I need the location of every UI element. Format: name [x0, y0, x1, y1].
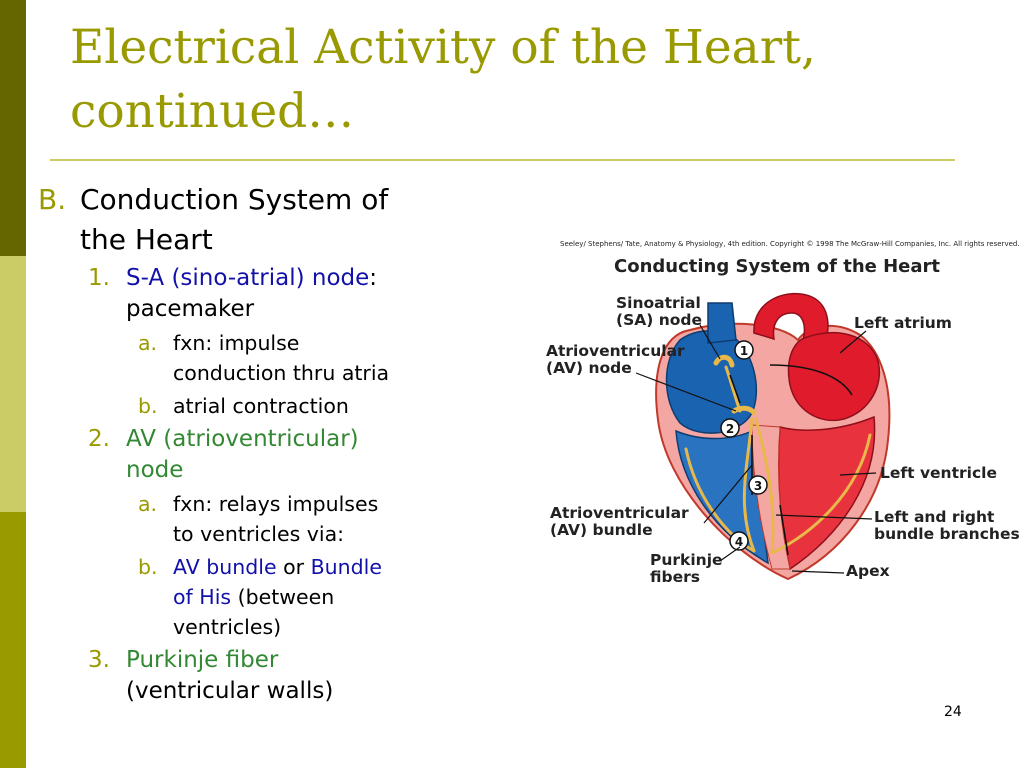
page-number: 24 — [944, 704, 962, 720]
label-av-bundle: Atrioventricular (AV) bundle — [550, 505, 689, 539]
bundle-of-his-term-b: of His — [173, 585, 232, 609]
leader-av-bundle — [703, 464, 753, 524]
outline-item-1a: a. fxn: impulse conduction thru atria — [38, 328, 478, 388]
label-purkinje-line-2: fibers — [650, 568, 700, 586]
step-marker-2 — [720, 418, 740, 438]
leader-bundle-branches — [775, 514, 873, 520]
outline-item-2b: b. AV bundle or Bundle of His (between v… — [38, 552, 478, 642]
label-apex: Apex — [846, 562, 890, 580]
outline-2a-line-2: to ventricles via: — [173, 522, 345, 546]
outline-1a-line-1: fxn: impulse — [173, 331, 300, 355]
outline-marker-1a: a. — [138, 331, 158, 355]
label-sa-node-line-1: Sinoatrial — [616, 294, 701, 312]
arrow-sa-to-av — [729, 374, 741, 404]
leader-av-node — [635, 372, 737, 412]
slide-title-line-1: Electrical Activity of the Heart, — [70, 20, 816, 75]
figure-title: Conducting System of the Heart — [614, 256, 941, 277]
right-bundle-branch — [742, 417, 756, 553]
step-number-1: 1 — [740, 344, 748, 358]
label-bundle-branches: Left and right bundle branches — [874, 509, 1020, 543]
outline-b-line-1: Conduction System of — [80, 183, 389, 216]
accent-bar-segment-bottom — [0, 512, 26, 768]
label-av-node-line-1: Atrioventricular — [546, 342, 685, 360]
accent-bar-segment-middle — [0, 256, 26, 512]
av-node-line-2: node — [126, 457, 184, 483]
sa-node-colon: : — [369, 265, 378, 291]
label-av-node: Atrioventricular (AV) node — [546, 343, 685, 377]
purkinje-fibers-left — [770, 433, 872, 555]
outline-marker-1b: b. — [138, 394, 158, 418]
step-number-4: 4 — [735, 535, 743, 549]
outline-marker-3: 3. — [88, 647, 110, 673]
leader-sa-node — [699, 324, 721, 360]
purkinje-desc: (ventricular walls) — [126, 678, 334, 704]
step-number-2: 2 — [726, 422, 734, 436]
outline-marker-2b: b. — [138, 555, 158, 579]
av-node — [731, 405, 757, 416]
slide-outline: B. Conduction System of the Heart 1. S-A… — [38, 180, 478, 707]
outline-marker-2a: a. — [138, 492, 158, 516]
outline-item-1b: b. atrial contraction — [38, 391, 478, 421]
label-left-atrium: Left atrium — [854, 314, 952, 332]
leader-left-ventricle — [839, 472, 877, 476]
outline-marker-1: 1. — [88, 265, 110, 291]
left-accent-bar — [0, 0, 26, 768]
outline-1a-line-2: conduction thru atria — [173, 361, 390, 385]
sa-node — [713, 354, 735, 368]
label-sa-node: Sinoatrial (SA) node — [616, 295, 702, 329]
left-bundle-branch — [754, 417, 775, 555]
or-text: or — [276, 555, 311, 579]
slide-title: Electrical Activity of the Heart, contin… — [70, 16, 970, 144]
outline-b-line-2: the Heart — [80, 223, 213, 256]
figure-credit: Seeley/ Stephens/ Tate, Anatomy & Physio… — [560, 240, 1020, 248]
left-atrium — [787, 331, 881, 422]
outline-marker-2: 2. — [88, 426, 110, 452]
leader-apex — [791, 570, 845, 574]
label-sa-node-line-2: (SA) node — [616, 311, 703, 329]
leader-left-atrium — [839, 330, 867, 354]
accent-bar-segment-top — [0, 0, 26, 256]
heart-conduction-figure: 1 2 3 4 Seeley/ Stephens/ Tate, Anatomy … — [540, 235, 1024, 595]
slide-title-line-2: continued… — [70, 84, 355, 139]
outline-2a-line-1: fxn: relays impulses — [173, 492, 379, 516]
outline-marker-b: B. — [38, 183, 67, 216]
av-node-line-1: AV (atrioventricular) — [126, 426, 359, 452]
label-bundle-branches-line-2: bundle branches — [874, 525, 1020, 543]
step-marker-1 — [734, 340, 754, 360]
av-bundle-term: AV bundle — [173, 555, 277, 579]
heart-illustration: 1 2 3 4 — [635, 292, 891, 581]
outline-item-2: 2. AV (atrioventricular) node — [38, 424, 478, 486]
title-divider — [50, 159, 955, 161]
between-text: (between — [231, 585, 335, 609]
outline-item-3: 3. Purkinje fiber (ventricular walls) — [38, 645, 478, 707]
bundle-of-his-term-a: Bundle — [310, 555, 382, 579]
arrow-sa-to-left-atrium — [769, 364, 853, 396]
arrow-to-apex — [779, 504, 789, 556]
outline-1b-text: atrial contraction — [173, 394, 349, 418]
label-purkinje: Purkinje fibers — [650, 552, 723, 586]
outline-item-b: B. Conduction System of the Heart — [38, 180, 478, 260]
label-av-bundle-line-1: Atrioventricular — [550, 504, 689, 522]
step-markers: 1 2 3 4 — [720, 340, 768, 551]
label-left-ventricle: Left ventricle — [880, 464, 997, 482]
label-av-node-line-2: (AV) node — [546, 359, 632, 377]
label-bundle-branches-line-1: Left and right — [874, 508, 995, 526]
step-marker-4 — [729, 531, 749, 551]
outline-item-2a: a. fxn: relays impulses to ventricles vi… — [38, 489, 478, 549]
step-marker-3 — [748, 475, 768, 495]
label-purkinje-line-1: Purkinje — [650, 551, 723, 569]
leader-purkinje — [719, 546, 741, 562]
sa-node-term: S-A (sino-atrial) node — [126, 265, 370, 291]
ventricles-text: ventricles) — [173, 615, 282, 639]
label-av-bundle-line-2: (AV) bundle — [550, 521, 653, 539]
leader-lines — [635, 324, 877, 574]
superior-vena-cava — [707, 302, 737, 344]
purkinje-term: Purkinje fiber — [126, 647, 279, 673]
outline-item-1: 1. S-A (sino-atrial) node: pacemaker — [38, 263, 478, 325]
step-number-3: 3 — [754, 479, 762, 493]
sa-node-desc: pacemaker — [126, 296, 255, 322]
